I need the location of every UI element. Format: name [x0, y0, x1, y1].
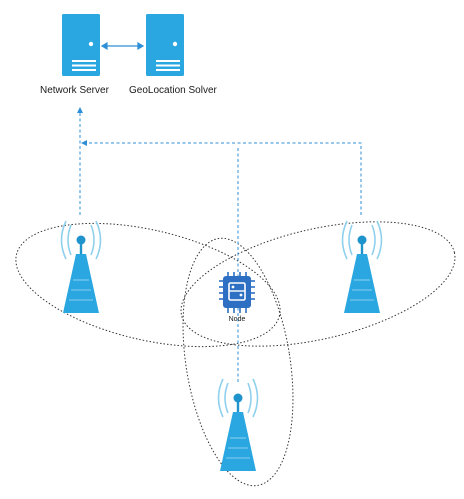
coverage-bottom [182, 237, 294, 487]
server-icon [146, 14, 184, 76]
uplink-right [81, 140, 362, 215]
server-link [100, 41, 145, 51]
uplink-lines [77, 107, 362, 382]
geolocation-solver: GeoLocation Solver [129, 14, 218, 96]
coverage-areas [15, 221, 456, 487]
gateway-bottom [217, 378, 259, 471]
node-label: Node [229, 316, 246, 323]
gateway-left [60, 220, 102, 313]
chip-icon [219, 272, 255, 313]
network-server-label: Network Server [40, 85, 110, 96]
cell-tower-icon [341, 220, 383, 313]
server-icon [62, 14, 100, 76]
coverage-left [15, 222, 281, 348]
gateway-right [341, 220, 383, 313]
coverage-right [180, 221, 456, 347]
node: Node [219, 272, 255, 323]
geolocation-solver-label: GeoLocation Solver [129, 85, 218, 96]
cell-tower-icon [217, 378, 259, 471]
network-server: Network Server [40, 14, 110, 96]
cell-tower-icon [60, 220, 102, 313]
